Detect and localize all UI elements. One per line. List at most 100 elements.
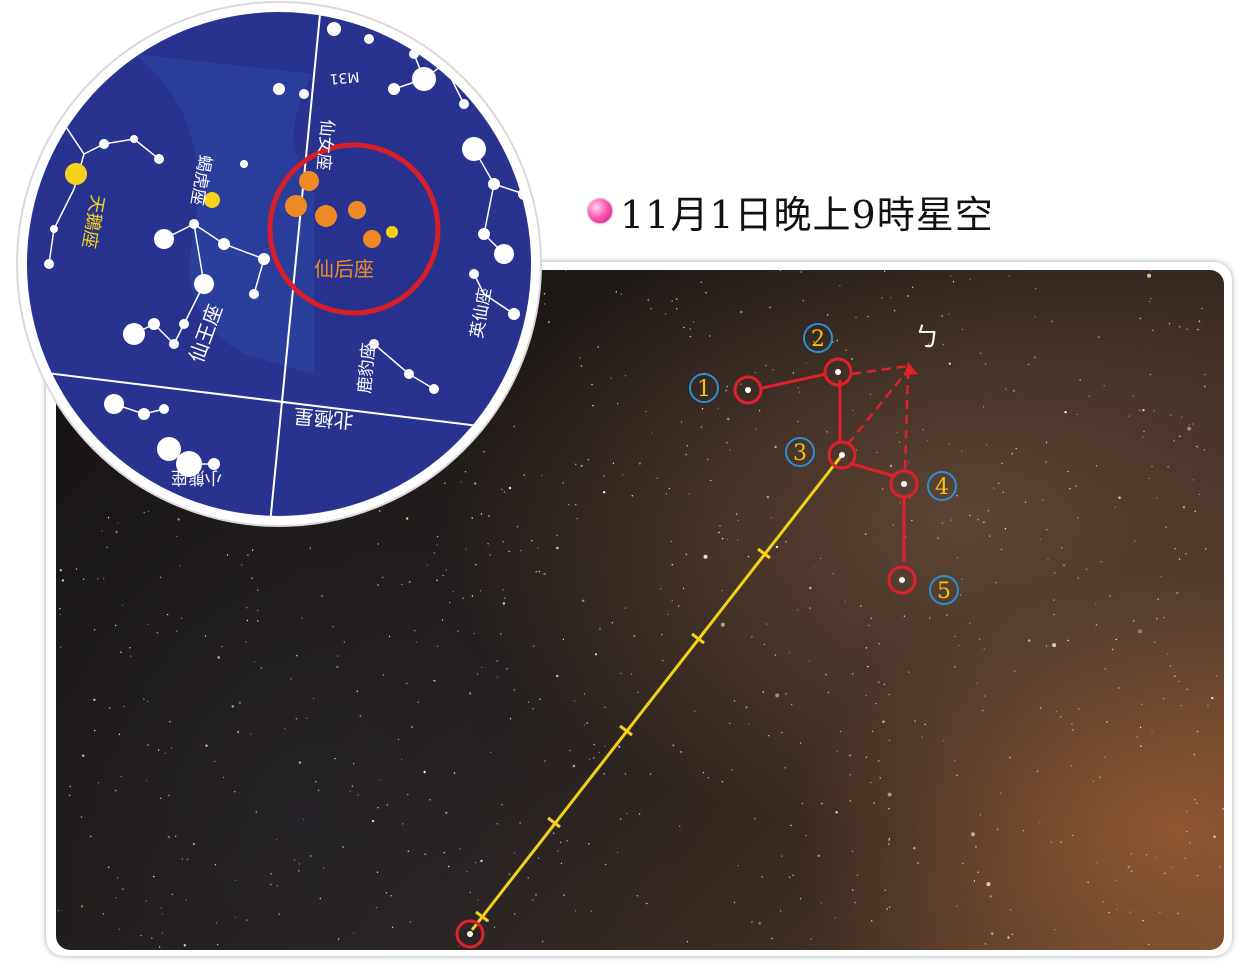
background-star <box>68 794 71 796</box>
background-star <box>1148 301 1151 303</box>
background-star <box>234 916 236 918</box>
background-star <box>661 633 663 636</box>
background-star <box>707 458 709 461</box>
background-star <box>1156 618 1158 620</box>
background-star <box>502 602 506 605</box>
background-star <box>296 655 298 657</box>
background-star <box>593 757 595 759</box>
background-star <box>298 870 300 872</box>
background-star <box>385 892 388 894</box>
background-star <box>1203 449 1206 451</box>
background-star <box>941 522 944 524</box>
background-star <box>61 579 65 582</box>
background-star <box>276 885 278 887</box>
background-star <box>406 517 409 520</box>
background-star <box>729 722 731 724</box>
background-star <box>671 564 673 566</box>
background-star <box>1011 453 1013 455</box>
background-star <box>983 695 986 697</box>
background-star <box>474 482 477 485</box>
background-star <box>766 495 770 499</box>
background-star <box>1173 440 1175 442</box>
background-star <box>781 855 783 857</box>
background-star <box>161 932 164 934</box>
background-star <box>780 910 782 912</box>
background-star <box>656 477 658 479</box>
background-star <box>737 865 739 867</box>
background-star <box>883 683 885 686</box>
background-star <box>175 835 177 837</box>
background-star <box>1139 409 1141 412</box>
background-star <box>115 897 117 899</box>
background-star <box>1133 620 1135 622</box>
background-star <box>397 738 400 741</box>
background-star <box>903 615 906 617</box>
map-yellow-star <box>204 192 220 208</box>
background-star <box>726 538 728 540</box>
background-star <box>826 431 828 433</box>
background-star <box>501 804 503 806</box>
background-star <box>888 693 890 696</box>
background-star <box>785 693 787 695</box>
background-star <box>721 537 724 540</box>
background-star <box>487 543 489 545</box>
background-star <box>452 591 454 593</box>
background-star <box>839 285 841 287</box>
background-star <box>977 871 979 873</box>
background-star <box>1045 441 1048 444</box>
background-star <box>586 722 588 724</box>
background-star <box>1078 708 1080 710</box>
background-star <box>1100 561 1102 563</box>
background-star <box>489 751 492 753</box>
background-star <box>1186 830 1188 833</box>
background-star <box>952 281 955 283</box>
background-star <box>867 665 869 668</box>
background-star <box>979 352 982 354</box>
background-star <box>205 744 208 747</box>
background-star <box>214 864 217 866</box>
background-star <box>445 569 447 571</box>
background-star <box>682 587 685 590</box>
background-star <box>508 550 510 553</box>
background-star <box>93 698 96 701</box>
background-star <box>792 874 794 876</box>
background-star <box>765 364 767 367</box>
background-star <box>855 316 857 319</box>
background-star <box>849 754 851 757</box>
background-star <box>679 825 681 827</box>
background-star <box>543 293 546 295</box>
background-star <box>426 564 428 566</box>
background-star <box>817 854 820 857</box>
background-star <box>1129 911 1132 913</box>
background-star <box>718 531 720 534</box>
background-star <box>646 902 648 905</box>
background-star <box>1201 307 1203 310</box>
star-5-ring <box>887 565 917 595</box>
background-star <box>758 922 761 925</box>
background-star <box>1186 328 1188 330</box>
background-star <box>969 514 971 517</box>
background-star <box>702 771 705 774</box>
background-star <box>982 709 984 712</box>
background-star <box>1198 493 1201 496</box>
background-star <box>176 630 178 632</box>
background-star <box>889 464 893 468</box>
background-star <box>1053 613 1055 616</box>
background-star <box>984 363 987 365</box>
background-star <box>797 387 800 389</box>
background-star <box>1174 675 1176 677</box>
background-star <box>234 879 237 881</box>
background-star <box>1050 841 1053 843</box>
background-star <box>270 873 272 875</box>
background-star <box>1047 559 1049 561</box>
background-star <box>566 840 568 842</box>
background-star <box>898 441 901 444</box>
background-star <box>827 691 830 694</box>
background-star <box>659 588 662 590</box>
background-star <box>120 651 122 653</box>
background-star <box>501 488 503 491</box>
background-star <box>983 521 985 523</box>
background-star <box>464 471 467 473</box>
background-star <box>251 577 253 579</box>
background-star <box>500 633 502 635</box>
